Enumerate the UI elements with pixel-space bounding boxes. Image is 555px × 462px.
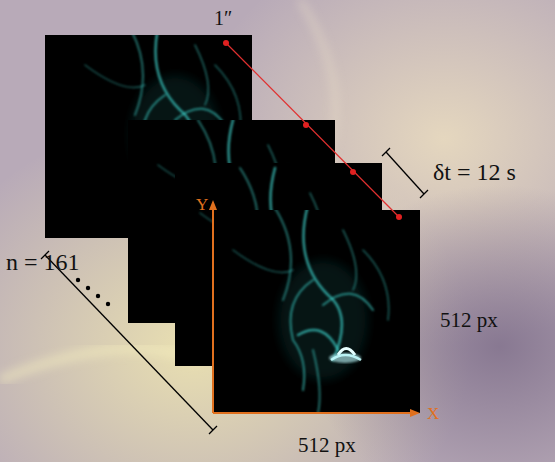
pixel-track: [223, 40, 402, 220]
axis-label: Y: [196, 196, 208, 213]
interval-bracket: [382, 148, 428, 198]
axis-label: X: [427, 405, 439, 422]
dimension-label: 512 px: [440, 310, 498, 331]
image-frame: [213, 205, 420, 413]
interval-label: δt = 12 s: [433, 160, 516, 184]
count-bracket: [41, 251, 217, 434]
count-label: n = 161: [6, 250, 80, 274]
ellipsis-dots: [76, 278, 110, 306]
angle-label: 1″: [214, 8, 232, 28]
axes: [209, 200, 420, 417]
dimension-label: 512 px: [298, 435, 356, 456]
